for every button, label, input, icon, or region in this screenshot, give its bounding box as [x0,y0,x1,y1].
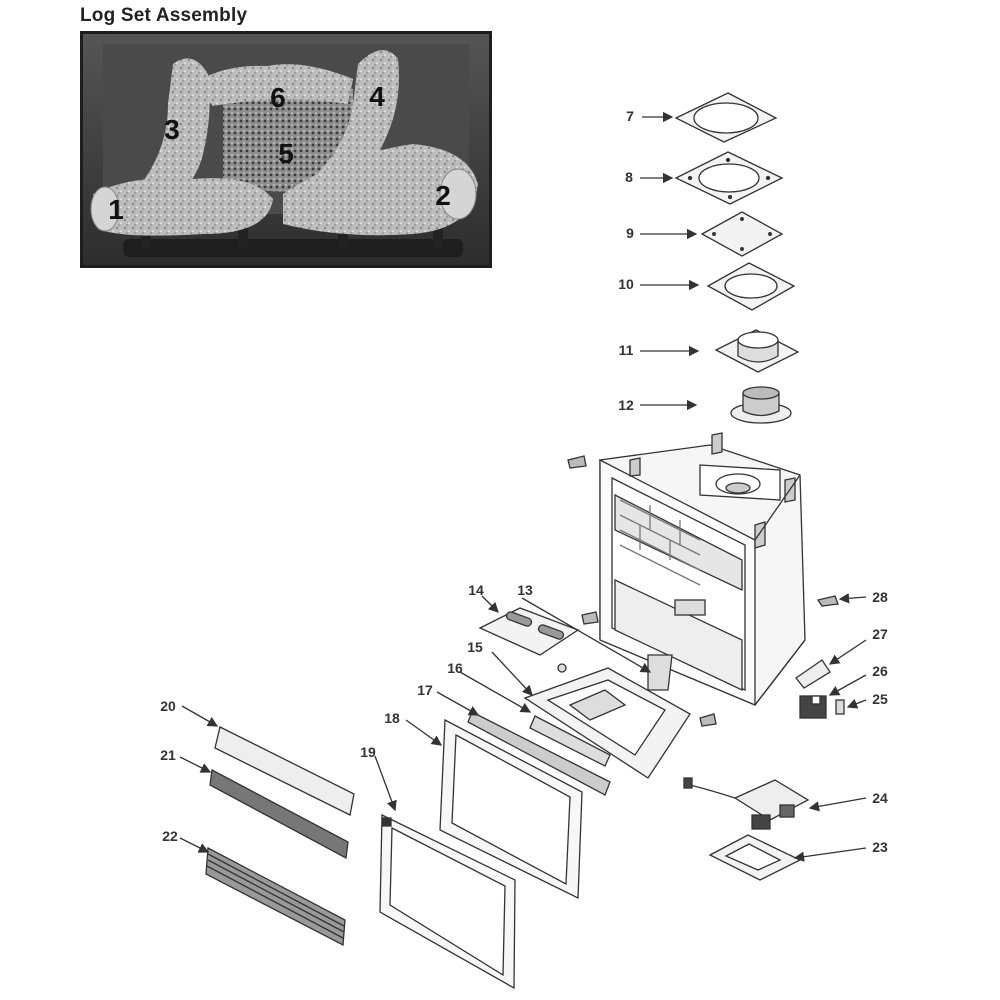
part-22-louver [205,846,346,947]
callout-17: 17 [417,682,433,698]
callout-23: 23 [872,839,888,855]
part-24-valve [683,777,810,830]
part-19-glass [379,813,516,990]
callout-13: 13 [517,582,533,598]
callout-15: 15 [467,639,483,655]
part-7-gasket [674,92,778,143]
part-25-clip [835,699,845,715]
log-label-3: 3 [164,114,180,145]
callout-21: 21 [160,747,176,763]
log-set-photo: 1 2 3 4 5 6 [80,31,492,268]
part-18-frame [439,718,583,900]
callout-11: 11 [618,342,634,358]
part-28-bracket [816,595,839,607]
firebox-unit [599,432,806,706]
bracket-mid [581,611,599,625]
callout-24: 24 [872,790,888,806]
callout-18: 18 [384,710,400,726]
part-16-rail [529,715,611,767]
callout-22: 22 [162,828,178,844]
part-11-collar [714,329,800,373]
callout-28: 28 [872,589,888,605]
callout-8: 8 [625,169,633,185]
part-10-plate [706,262,796,311]
callout-12: 12 [618,397,634,413]
part-17-rail [467,711,611,796]
log-set-image [83,34,489,265]
log-label-6: 6 [270,82,286,113]
callout-16: 16 [447,660,463,676]
part-26-switch [799,695,827,719]
callout-25: 25 [872,691,888,707]
callout-27: 27 [872,626,888,642]
part-8-plate [674,151,784,205]
callout-9: 9 [626,225,634,241]
log-label-5: 5 [278,138,294,169]
part-20-rail [214,726,355,816]
callout-20: 20 [160,698,176,714]
log-set-title: Log Set Assembly [80,5,248,26]
part-15-tray [523,667,691,779]
part-9-plate [700,211,784,257]
callout-10: 10 [618,276,634,292]
callout-7: 7 [626,108,634,124]
log-label-4: 4 [369,81,385,112]
callout-14: 14 [468,582,484,598]
log-label-1: 1 [108,194,124,225]
callout-19: 19 [360,744,376,760]
log-label-2: 2 [435,180,451,211]
part-14-bracket [478,607,580,673]
part-23-gasket [708,834,802,881]
callout-26: 26 [872,663,888,679]
bracket-left [567,455,587,469]
part-12-pipe [730,386,792,424]
part-21-louver [209,768,349,860]
part-27-plate [795,659,831,689]
bracket-low [699,713,717,727]
